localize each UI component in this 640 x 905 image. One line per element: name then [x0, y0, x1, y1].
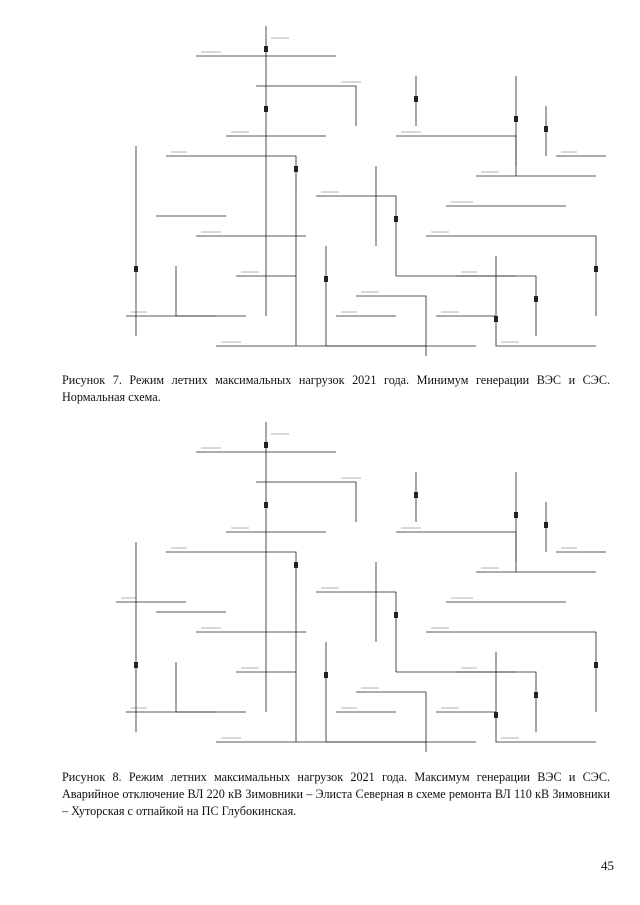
figure-8-diagram — [96, 412, 616, 762]
figure-7-caption: Рисунок 7. Режим летних максимальных наг… — [62, 373, 610, 404]
figure-8-caption: Рисунок 8. Режим летних максимальных наг… — [62, 770, 610, 818]
figure-7-diagram — [96, 16, 616, 362]
grid-schematic-1 — [126, 26, 606, 356]
grid-schematic-2 — [116, 422, 606, 752]
page-number: 45 — [601, 858, 614, 873]
